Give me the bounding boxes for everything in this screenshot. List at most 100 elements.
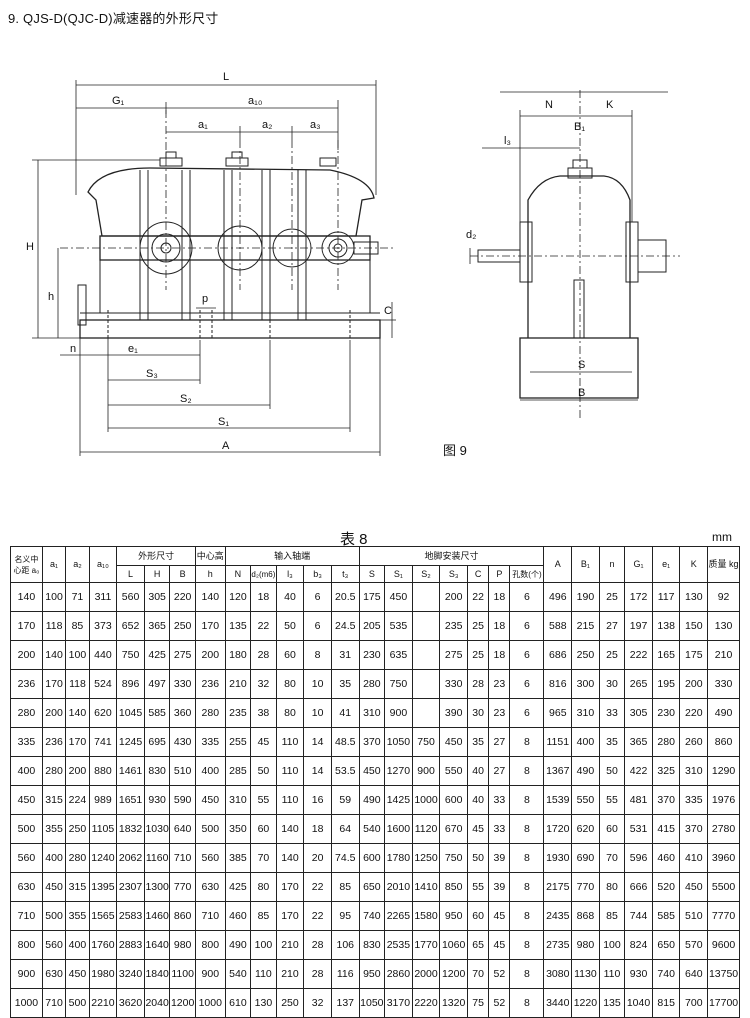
table-cell: 1000 bbox=[411, 785, 441, 815]
table-cell: 1320 bbox=[439, 988, 468, 1018]
table-cell: 630 bbox=[10, 872, 43, 902]
header-H: H bbox=[143, 565, 171, 583]
table-cell: 770 bbox=[571, 872, 600, 902]
table-cell: 8 bbox=[509, 872, 545, 902]
table-cell: 315 bbox=[41, 785, 67, 815]
table-cell: 8 bbox=[509, 814, 545, 844]
header-S2: S₂ bbox=[411, 565, 441, 583]
table-cell: 175 bbox=[358, 582, 386, 612]
table-cell: 280 bbox=[358, 669, 386, 699]
header-center-group: 中心高 bbox=[194, 546, 226, 566]
table-cell: 170 bbox=[41, 669, 67, 699]
table-cell: 560 bbox=[10, 843, 43, 873]
header-N: N bbox=[224, 565, 252, 583]
dim-S2: S₂ bbox=[180, 393, 192, 405]
table-cell: 1461 bbox=[116, 756, 145, 786]
table-cell: 1250 bbox=[411, 843, 441, 873]
table-cell: 138 bbox=[651, 611, 681, 641]
table-cell: 830 bbox=[358, 930, 386, 960]
table-cell: 172 bbox=[624, 582, 653, 612]
table-cell: 1100 bbox=[169, 959, 196, 989]
table-cell: 365 bbox=[143, 611, 171, 641]
table-cell: 110 bbox=[275, 756, 305, 786]
table-cell: 35 bbox=[598, 727, 626, 757]
table-cell: 55 bbox=[598, 785, 626, 815]
table-cell: 1300 bbox=[143, 872, 171, 902]
table-cell: 170 bbox=[275, 901, 305, 931]
table-cell: 250 bbox=[571, 640, 600, 670]
dim-K: K bbox=[606, 99, 614, 111]
table-cell: 30 bbox=[598, 669, 626, 699]
table-cell: 70 bbox=[598, 843, 626, 873]
table-cell: 365 bbox=[624, 727, 653, 757]
table-cell: 8 bbox=[509, 843, 545, 873]
table-cell: 1050 bbox=[358, 988, 386, 1018]
table-cell: 280 bbox=[41, 756, 67, 786]
table-cell: 640 bbox=[169, 814, 196, 844]
table-cell: 450 bbox=[41, 872, 67, 902]
table-cell: 600 bbox=[358, 843, 386, 873]
table-cell: 560 bbox=[194, 843, 226, 873]
table-cell: 540 bbox=[358, 814, 386, 844]
table-cell: 385 bbox=[224, 843, 252, 873]
table-cell: 311 bbox=[88, 582, 118, 612]
table-cell: 1045 bbox=[116, 698, 145, 728]
dim-a3: a₃ bbox=[310, 119, 321, 131]
table-cell: 390 bbox=[439, 698, 468, 728]
table-cell: 32 bbox=[250, 669, 277, 699]
table-cell: 335 bbox=[10, 727, 43, 757]
table-cell: 135 bbox=[598, 988, 626, 1018]
header-a2: a₂ bbox=[65, 546, 90, 583]
dim-a10: a₁₀ bbox=[248, 95, 262, 107]
table-cell: 630 bbox=[194, 872, 226, 902]
table-cell: 140 bbox=[275, 843, 305, 873]
table-cell: 140 bbox=[10, 582, 43, 612]
table-cell: 686 bbox=[543, 640, 573, 670]
table-cell: 373 bbox=[88, 611, 118, 641]
table-cell: 2000 bbox=[411, 959, 441, 989]
table-cell: 370 bbox=[679, 814, 709, 844]
table-cell: 85 bbox=[330, 872, 360, 902]
table-cell: 85 bbox=[598, 901, 626, 931]
table-cell: 596 bbox=[624, 843, 653, 873]
table-cell: 560 bbox=[116, 582, 145, 612]
table-cell: 620 bbox=[88, 698, 118, 728]
table-cell: 190 bbox=[571, 582, 600, 612]
table-cell: 741 bbox=[88, 727, 118, 757]
table-cell: 130 bbox=[707, 611, 740, 641]
table-cell: 310 bbox=[679, 756, 709, 786]
table-cell: 260 bbox=[679, 727, 709, 757]
table-cell: 1160 bbox=[143, 843, 171, 873]
table-cell: 236 bbox=[41, 727, 67, 757]
table-cell: 710 bbox=[169, 843, 196, 873]
table-cell: 695 bbox=[143, 727, 171, 757]
table-cell: 23 bbox=[488, 669, 511, 699]
table-cell: 85 bbox=[250, 901, 277, 931]
table-cell: 930 bbox=[624, 959, 653, 989]
table-cell: 2265 bbox=[384, 901, 413, 931]
table-cell: 1200 bbox=[169, 988, 196, 1018]
header-d2: d₂(m6) bbox=[250, 565, 277, 583]
table-cell: 118 bbox=[41, 611, 67, 641]
table-cell: 989 bbox=[88, 785, 118, 815]
table-cell: 150 bbox=[679, 611, 709, 641]
table-cell: 27 bbox=[488, 727, 511, 757]
table-cell: 22 bbox=[466, 582, 490, 612]
table-cell: 140 bbox=[65, 698, 90, 728]
table-cell: 8 bbox=[509, 930, 545, 960]
dim-S3: S₃ bbox=[146, 368, 158, 380]
table-cell: 1245 bbox=[116, 727, 145, 757]
table-cell: 45 bbox=[466, 814, 490, 844]
table-cell: 60 bbox=[275, 640, 305, 670]
table-cell: 265 bbox=[624, 669, 653, 699]
table-cell: 590 bbox=[169, 785, 196, 815]
table-cell: 481 bbox=[624, 785, 653, 815]
table-cell: 1539 bbox=[543, 785, 573, 815]
table-cell: 222 bbox=[624, 640, 653, 670]
table-cell: 305 bbox=[624, 698, 653, 728]
table-cell: 550 bbox=[439, 756, 468, 786]
